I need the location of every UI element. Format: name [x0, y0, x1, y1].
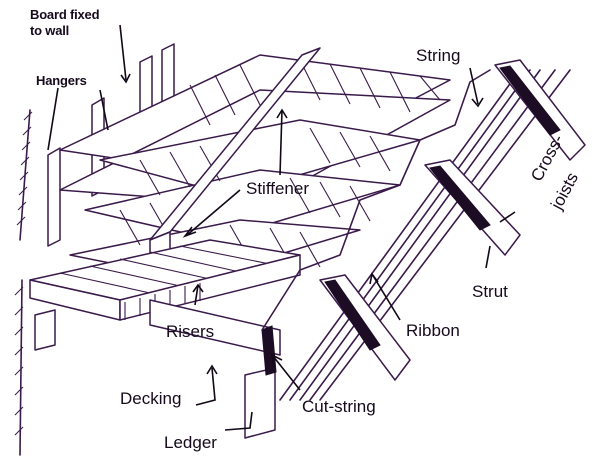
- label-decking: Decking: [120, 389, 182, 408]
- label-ribbon: Ribbon: [406, 321, 460, 340]
- wall: [14, 109, 33, 456]
- struts: [319, 59, 586, 381]
- label-risers: Risers: [166, 322, 215, 341]
- label-board-fixed: Board fixed: [30, 7, 100, 22]
- label-to-wall: to wall: [30, 23, 70, 38]
- callout-arrows: [47, 24, 516, 431]
- label-strut: Strut: [472, 282, 508, 301]
- label-stiffener: Stiffener: [246, 179, 310, 198]
- label-string: String: [416, 46, 461, 65]
- label-ledger: Ledger: [164, 433, 217, 452]
- ribbon-lines: [279, 69, 571, 401]
- cut-string: [261, 69, 491, 376]
- label-hangers: Hangers: [36, 73, 87, 88]
- ledger-beams: [34, 299, 281, 439]
- label-cut-string: Cut-string: [302, 397, 376, 416]
